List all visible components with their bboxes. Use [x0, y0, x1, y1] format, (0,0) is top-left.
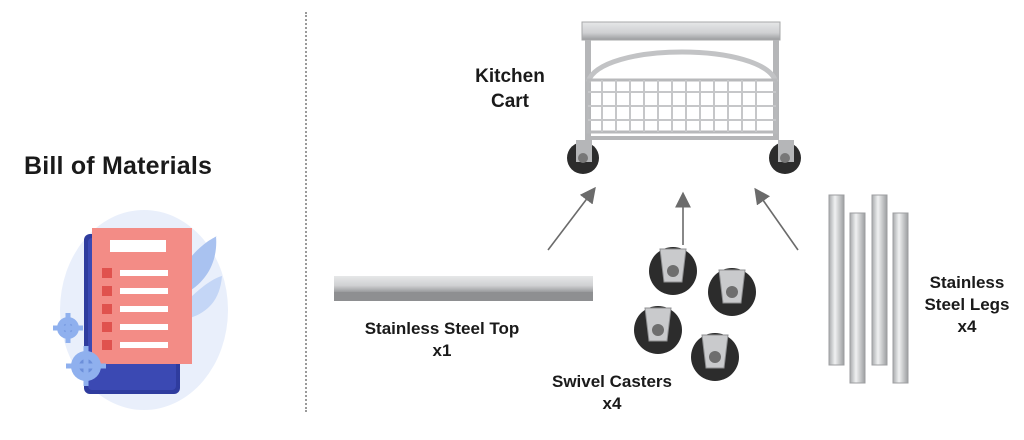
kitchen-cart-image	[567, 21, 801, 174]
component-qty: x4	[957, 317, 977, 336]
component-name-line1: Stainless	[929, 273, 1005, 292]
product-name-line1: Kitchen	[475, 66, 545, 87]
product-name-line2: Cart	[490, 91, 529, 112]
bill-of-materials-icon	[53, 210, 228, 410]
steel-top-image	[334, 276, 593, 301]
component-label-top: Stainless Steel Top x1	[342, 318, 542, 362]
assembly-diagram	[334, 21, 909, 384]
swivel-casters-image	[634, 247, 756, 381]
divider	[305, 12, 307, 412]
component-label-casters: Swivel Casters x4	[530, 371, 694, 415]
component-qty: x4	[602, 394, 622, 413]
steel-legs-image	[828, 194, 909, 384]
arrow-legs-to-cart	[754, 187, 799, 251]
component-name: Swivel Casters	[551, 372, 672, 391]
page-title: Bill of Materials	[24, 152, 213, 180]
component-label-legs: Stainless Steel Legs x4	[912, 272, 1022, 338]
arrow-top-to-cart	[547, 186, 596, 251]
component-name-line2: Steel Legs	[924, 295, 1010, 314]
component-qty: x1	[432, 341, 452, 360]
product-label: Kitchen Cart	[450, 64, 570, 114]
component-name: Stainless Steel Top	[364, 319, 520, 338]
